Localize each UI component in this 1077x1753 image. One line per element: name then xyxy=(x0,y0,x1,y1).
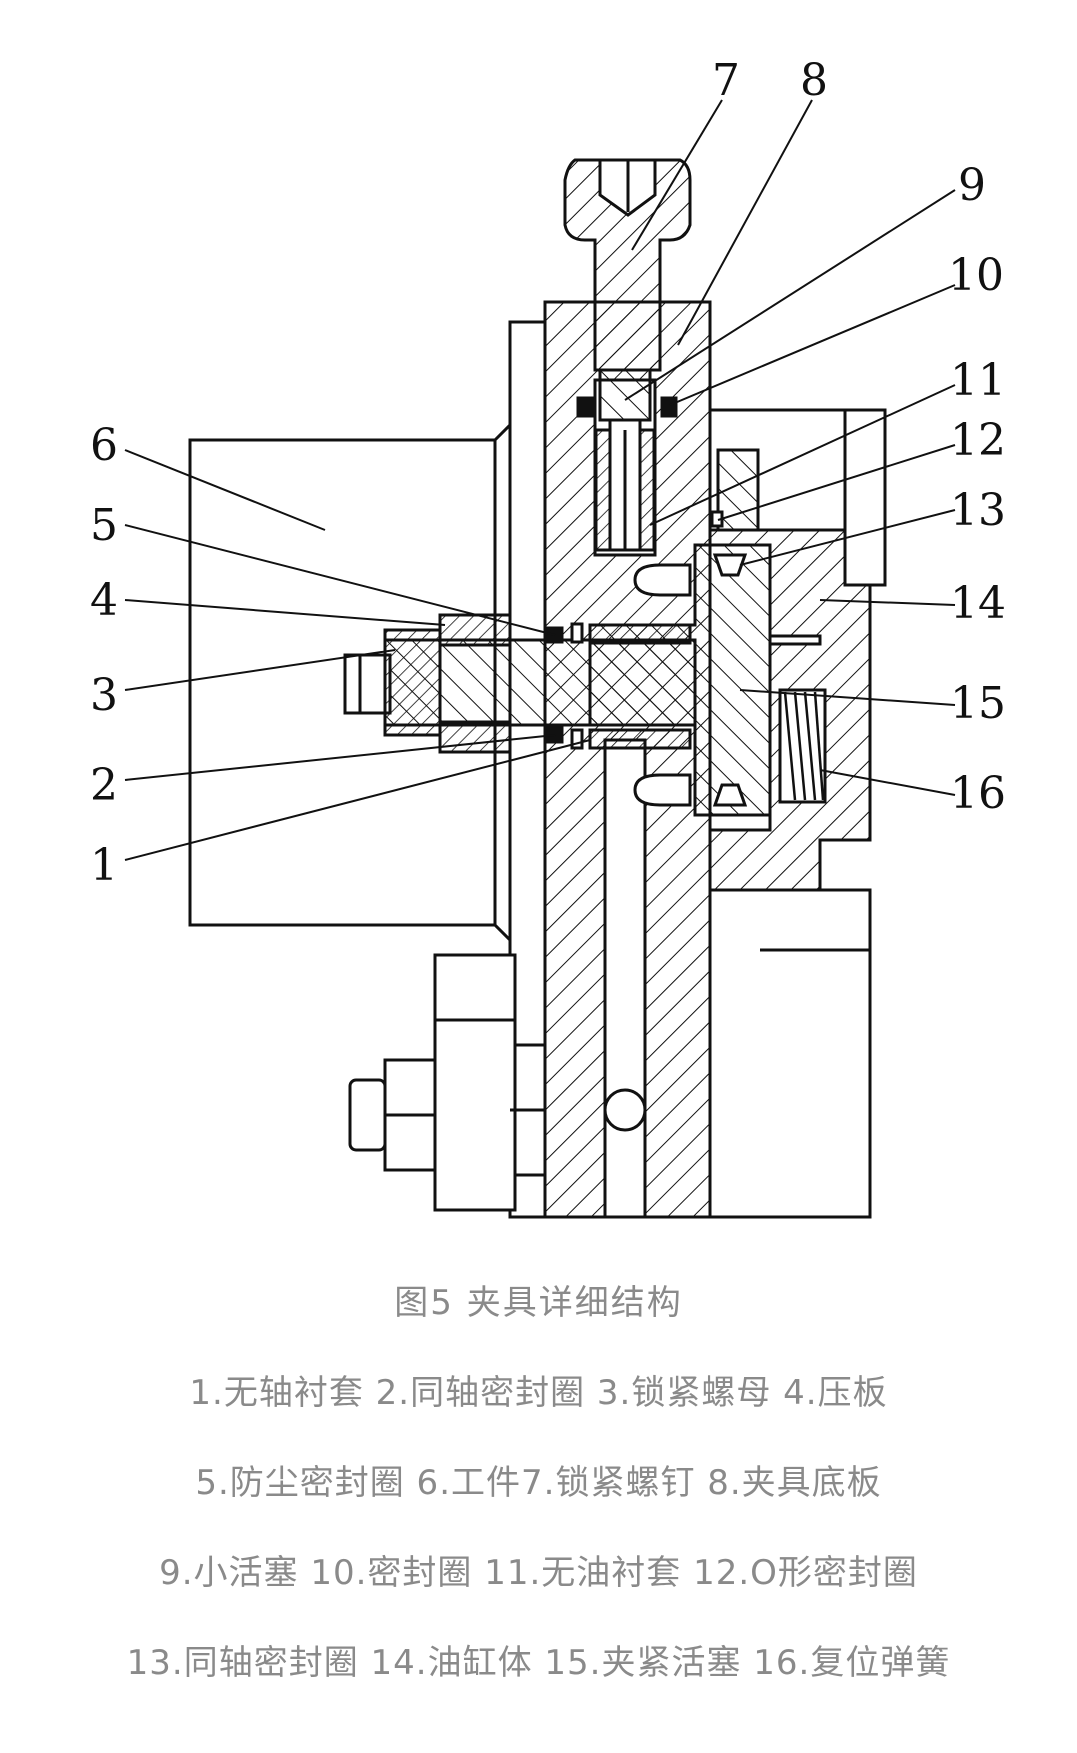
seal-ring-10 xyxy=(576,396,594,418)
small-piston-9 xyxy=(598,368,652,422)
coaxial-seal-13 xyxy=(712,553,748,577)
legend-line-3: 9.小活塞 10.密封圈 11.无油衬套 12.O形密封圈 xyxy=(159,1553,918,1593)
legend-line-4: 13.同轴密封圈 14.油缸体 15.夹紧活塞 16.复位弹簧 xyxy=(126,1643,951,1683)
leader-6 xyxy=(124,449,326,531)
leader-13 xyxy=(739,509,956,566)
leader-11 xyxy=(649,384,956,526)
stud-end xyxy=(348,1078,387,1152)
leader-12 xyxy=(717,444,956,521)
leader-10 xyxy=(669,284,956,406)
label-10: 10 xyxy=(948,250,1004,301)
leader-14 xyxy=(819,599,956,606)
label-9: 9 xyxy=(958,160,986,211)
bushing-1 xyxy=(588,623,692,645)
lower-clamp-block xyxy=(433,953,517,1212)
leader-7 xyxy=(631,99,723,251)
label-5: 5 xyxy=(90,500,118,551)
label-12: 12 xyxy=(950,415,1006,466)
legend-line-2: 5.防尘密封圈 6.工件7.锁紧螺钉 8.夹具底板 xyxy=(195,1463,882,1503)
label-16: 16 xyxy=(950,768,1006,819)
label-4: 4 xyxy=(90,575,118,626)
label-15: 15 xyxy=(950,678,1006,729)
label-1: 1 xyxy=(90,840,118,891)
locking-screw-7 xyxy=(563,158,692,372)
lower-housing xyxy=(708,888,872,1219)
leader-9 xyxy=(624,189,956,401)
lock-nut-3 xyxy=(383,628,442,737)
leader-3 xyxy=(124,649,396,691)
label-13: 13 xyxy=(950,485,1006,536)
leader-2 xyxy=(124,734,556,781)
figure-caption-title: 图5 夹具详细结构 xyxy=(394,1283,683,1323)
label-7: 7 xyxy=(712,55,740,106)
leader-1 xyxy=(124,739,591,861)
pressure-plate-4 xyxy=(438,613,512,647)
leader-8 xyxy=(677,99,813,346)
label-8: 8 xyxy=(800,55,828,106)
label-14: 14 xyxy=(950,578,1006,629)
leader-4 xyxy=(124,599,446,626)
label-11: 11 xyxy=(950,355,1006,406)
oilless-bushing-11 xyxy=(594,428,612,552)
label-3: 3 xyxy=(90,670,118,721)
leader-15 xyxy=(739,689,956,706)
label-2: 2 xyxy=(90,760,118,811)
oil-channel xyxy=(603,738,647,1219)
fixture-cross-section-diagram: 7 8 9 10 11 12 13 14 15 16 6 5 4 3 2 1 xyxy=(90,55,1006,1219)
oil-hole xyxy=(603,1088,647,1132)
label-6: 6 xyxy=(90,420,118,471)
leader-16 xyxy=(819,769,956,796)
legend-line-1: 1.无轴衬套 2.同轴密封圈 3.锁紧螺母 4.压板 xyxy=(189,1373,888,1413)
leader-5 xyxy=(124,524,556,636)
